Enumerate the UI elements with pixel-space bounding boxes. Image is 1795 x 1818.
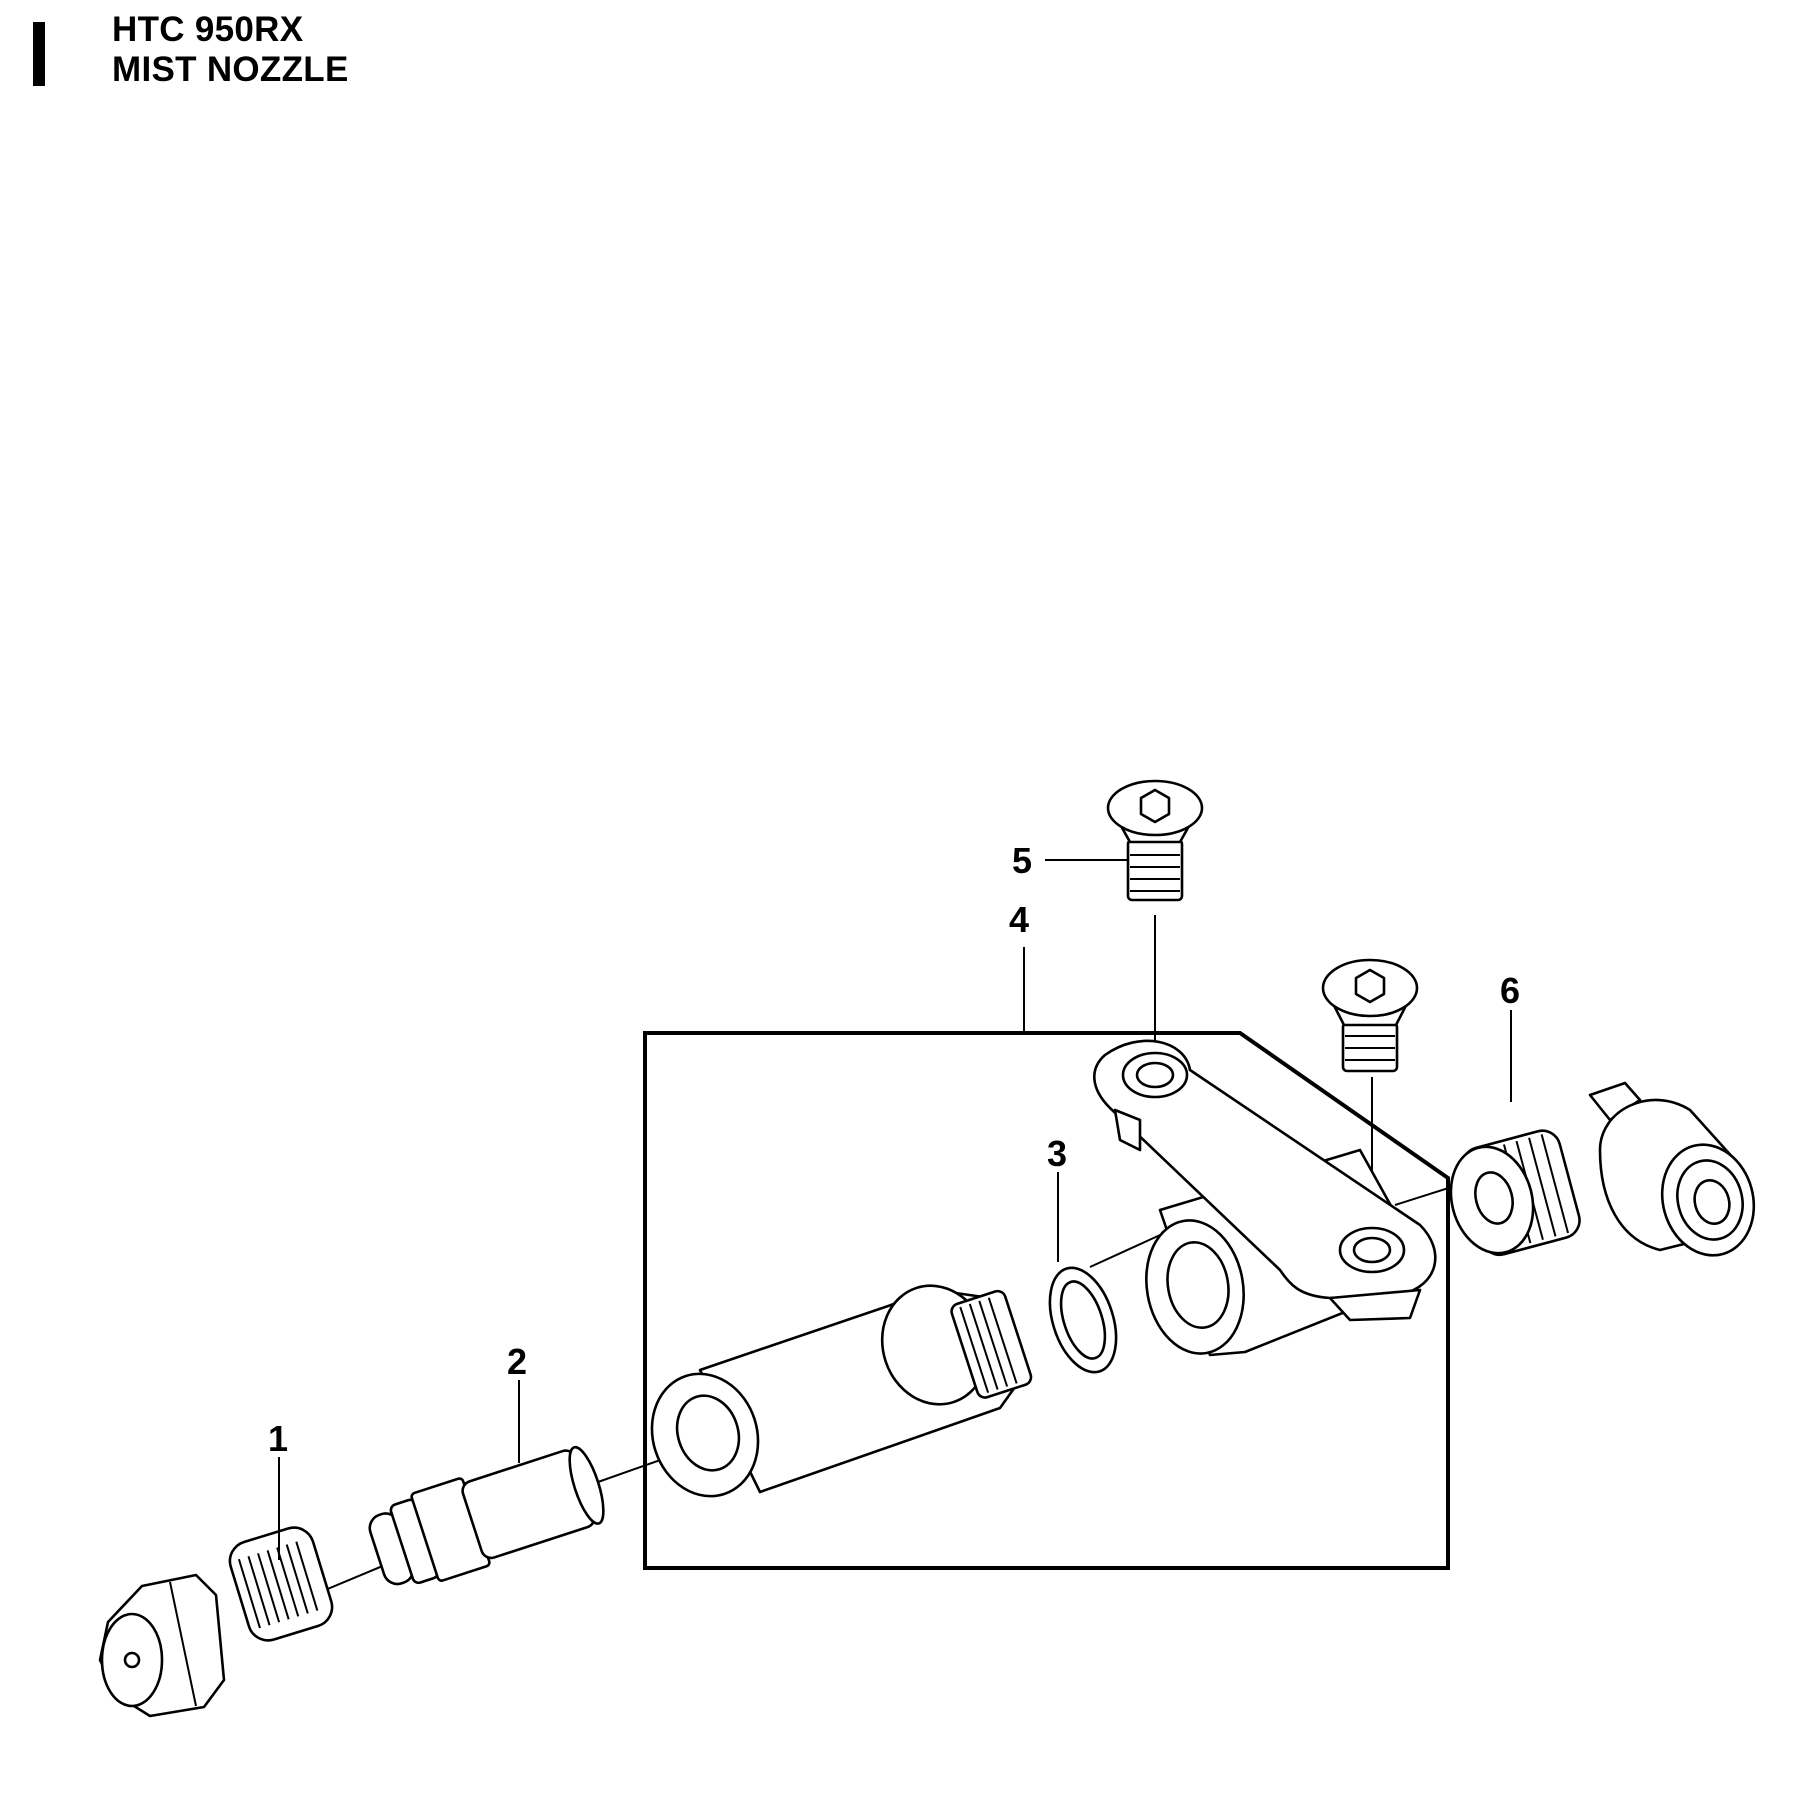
page-title: HTC 950RX MIST NOZZLE xyxy=(112,10,349,90)
section-marker-bar xyxy=(33,22,45,86)
callout-5: 5 xyxy=(1012,840,1032,881)
callout-4: 4 xyxy=(1009,899,1029,940)
section-name: MIST NOZZLE xyxy=(112,50,349,89)
o-ring-washer-part xyxy=(1048,1266,1118,1374)
adapter-cylinder-part xyxy=(650,1284,1033,1498)
callout-1: 1 xyxy=(268,1418,288,1459)
callout-6: 6 xyxy=(1500,970,1520,1011)
callout-3: 3 xyxy=(1047,1133,1067,1174)
filter-cartridge-part xyxy=(368,1445,605,1586)
callout-2: 2 xyxy=(507,1341,527,1382)
countersunk-screw-part-2 xyxy=(1321,958,1419,1073)
countersunk-screw-part xyxy=(1106,779,1204,902)
elbow-fitting-part xyxy=(1449,1081,1756,1257)
mounting-bracket-part xyxy=(1093,1039,1437,1357)
model-name: HTC 950RX xyxy=(112,10,304,49)
assembly-boundary-box xyxy=(643,1031,1450,1570)
spray-nozzle-part xyxy=(98,1526,334,1718)
callout-leaders xyxy=(278,859,1512,1560)
